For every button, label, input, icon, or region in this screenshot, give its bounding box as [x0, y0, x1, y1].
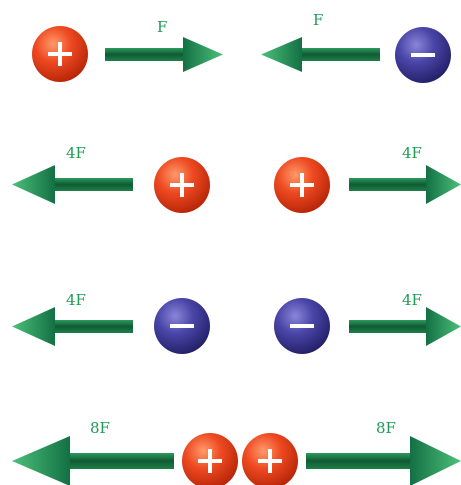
force-label-right: F	[313, 11, 323, 29]
negative-charge	[395, 27, 451, 83]
positive-charge	[154, 157, 210, 213]
arrow-left	[12, 436, 174, 485]
negative-charge	[154, 298, 210, 354]
arrow-right	[349, 165, 461, 204]
force-label-left: 8F	[90, 419, 110, 437]
force-label-left: F	[157, 18, 167, 36]
row-4: 8F 8F	[12, 419, 461, 485]
positive-charge	[242, 433, 298, 485]
arrow-right	[105, 37, 223, 72]
positive-charge	[32, 26, 88, 82]
arrow-left	[12, 165, 133, 204]
arrow-left	[12, 307, 133, 346]
force-label-right: 8F	[376, 419, 396, 437]
row-1: F F	[32, 11, 451, 83]
force-label-right: 4F	[402, 291, 422, 309]
row-2: 4F 4F	[12, 144, 461, 213]
force-label-left: 4F	[66, 291, 86, 309]
positive-charge	[182, 433, 238, 485]
row-3: 4F 4F	[12, 291, 461, 354]
force-label-right: 4F	[402, 144, 422, 162]
positive-charge	[274, 157, 330, 213]
arrow-right	[306, 436, 461, 485]
negative-charge	[274, 298, 330, 354]
arrow-right	[349, 307, 461, 346]
force-label-left: 4F	[66, 144, 86, 162]
arrow-left	[261, 37, 380, 72]
